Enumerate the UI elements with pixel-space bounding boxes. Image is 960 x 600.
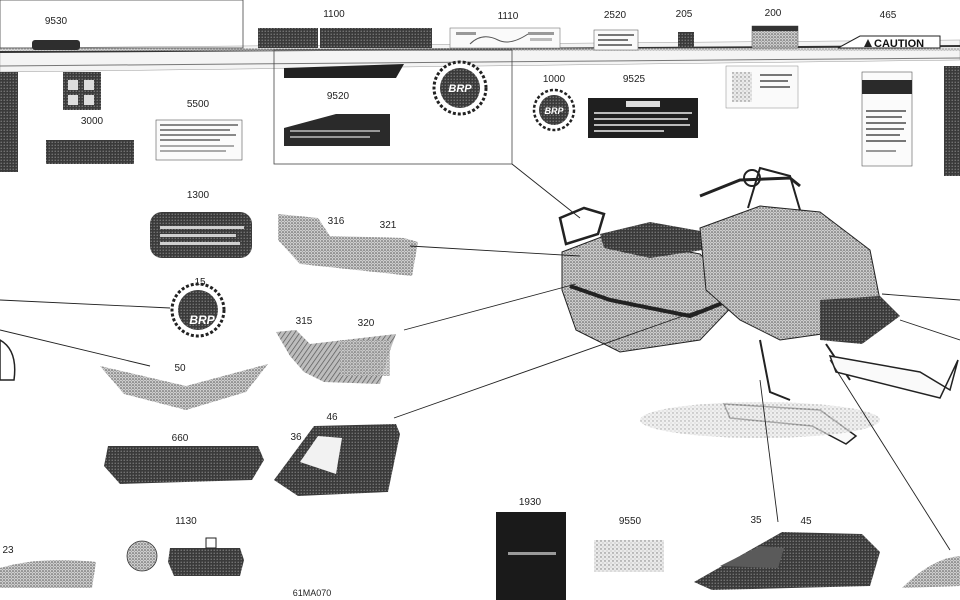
- decal-1130: [126, 537, 244, 576]
- callout-205: 205: [676, 9, 693, 20]
- callout-1000: 1000: [543, 74, 566, 85]
- callout-9520: 9520: [327, 91, 350, 102]
- decal-200: [751, 25, 799, 49]
- callout-1100: 1100: [323, 9, 345, 20]
- decal-icon-panel: [63, 72, 101, 110]
- decal-316-321: [278, 214, 418, 276]
- decal-1110: [449, 27, 561, 49]
- callout-45: 45: [800, 516, 812, 527]
- callout-5500: 5500: [187, 99, 210, 110]
- decal-9525: [588, 98, 698, 138]
- decal-205: [678, 32, 694, 48]
- decal-35-45: [694, 532, 880, 590]
- callout-35: 35: [750, 515, 762, 526]
- decal-9520: [284, 64, 404, 146]
- callout-23: 23: [2, 545, 14, 556]
- callout-1930: 1930: [519, 497, 542, 508]
- callout-46: 46: [326, 412, 338, 423]
- decal-3000: [46, 140, 134, 164]
- decal-right-warning: [861, 71, 913, 167]
- brp-logo-decal-15: BRP: [170, 282, 226, 338]
- right-edge-decal: [902, 66, 960, 588]
- panel-frame-top-left: [0, 0, 244, 49]
- decal-label-stack: [725, 65, 799, 109]
- left-edge-decal: [0, 72, 96, 588]
- decal-9530: [32, 40, 80, 50]
- snowmobile-illustration: [558, 166, 959, 445]
- callout-465: 465: [880, 10, 897, 21]
- decal-50: [100, 364, 268, 410]
- panel-frame-9520: [273, 49, 513, 165]
- callout-1300: 1300: [187, 190, 210, 201]
- callout-660: 660: [172, 433, 189, 444]
- decal-315-320: [276, 330, 396, 384]
- decal-660: [104, 446, 264, 484]
- caution-label: CAUTION: [874, 38, 924, 50]
- decal-1300: [150, 212, 252, 258]
- decal-46-36: [274, 424, 400, 496]
- callout-321: 321: [380, 220, 397, 231]
- callout-15: 15: [194, 277, 206, 288]
- callout-36: 36: [290, 432, 302, 443]
- callout-9525: 9525: [623, 74, 646, 85]
- decal-1930: [496, 512, 566, 600]
- brp-logo-decal-frame: BRP: [432, 60, 488, 116]
- leader-lines: [0, 163, 960, 551]
- decal-2520: [593, 29, 639, 51]
- callout-316: 316: [328, 216, 345, 227]
- brp-label: BRP: [448, 83, 472, 95]
- callout-1110: 1110: [498, 11, 519, 22]
- brp-label: BRP: [544, 106, 564, 116]
- diagram-reference-code: 61MA070: [293, 588, 332, 598]
- brp-label: BRP: [189, 313, 215, 327]
- callout-3000: 3000: [81, 116, 104, 127]
- callout-50: 50: [174, 363, 186, 374]
- decal-465-caution: CAUTION: [837, 35, 941, 50]
- decal-1100: [258, 28, 432, 48]
- callout-9550: 9550: [619, 516, 642, 527]
- decal-9550: [594, 540, 664, 572]
- callout-9530: 9530: [45, 16, 68, 27]
- brp-logo-decal-1000: BRP: [532, 88, 576, 132]
- callout-200: 200: [765, 8, 782, 19]
- callout-315: 315: [296, 316, 313, 327]
- callout-2520: 2520: [604, 10, 627, 21]
- callout-1130: 1130: [175, 516, 197, 527]
- decal-5500: [155, 119, 243, 161]
- callout-320: 320: [358, 318, 375, 329]
